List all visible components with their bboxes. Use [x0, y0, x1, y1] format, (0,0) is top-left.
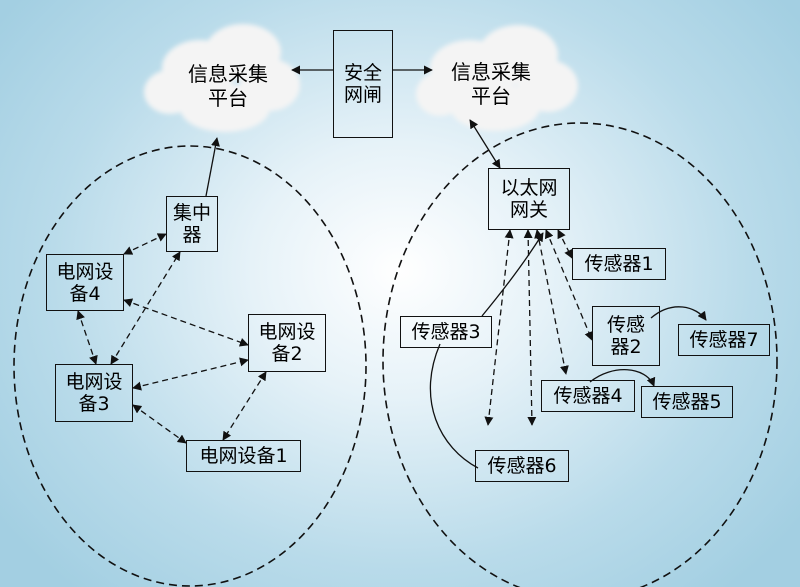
- sensor-3-node[interactable]: 传感器3: [400, 316, 492, 348]
- link-dev2-dev1: [222, 371, 267, 441]
- curve-sensor4-to-sensor5: [589, 369, 656, 387]
- grid-device-1-node[interactable]: 电网设备1: [186, 440, 301, 472]
- security-gateway[interactable]: 安全 网闸: [333, 30, 393, 138]
- curve-sensor3-to-sensor6: [429, 343, 479, 469]
- ethernet-to-platform: [469, 119, 501, 169]
- curve-sensor2-to-sensor7: [650, 306, 707, 321]
- link-dev4-dev2: [123, 298, 249, 347]
- link-ethernet-sensor6-a: [484, 229, 514, 426]
- grid-device-4-node[interactable]: 电网设 备4: [46, 254, 124, 311]
- link-ethernet-sensor1: [557, 229, 573, 259]
- sensor-2-node[interactable]: 传感 器2: [592, 306, 660, 366]
- link-ethernet-sensor6-b: [523, 229, 537, 426]
- grid-device-2-node[interactable]: 电网设 备2: [248, 314, 326, 372]
- cloud-right: [416, 25, 578, 131]
- link-dev3-dev2: [132, 357, 249, 391]
- cloud-left: [144, 24, 300, 132]
- platform-left-label: 信息采集 平台: [188, 62, 268, 110]
- ethernet-gateway-node[interactable]: 以太网 网关: [488, 168, 570, 230]
- curve-sensor3-to-gateway: [481, 232, 544, 317]
- right-domain-boundary: [382, 122, 778, 587]
- sensor-4-node[interactable]: 传感器4: [541, 380, 635, 412]
- sensor-7-node[interactable]: 传感器7: [678, 324, 770, 356]
- link-dev4-concentrator: [123, 233, 167, 255]
- link-dev4-dev3: [76, 310, 98, 365]
- link-dev3-dev1: [132, 404, 187, 444]
- link-ethernet-sensor2: [544, 229, 594, 341]
- platform-right-label: 信息采集 平台: [451, 60, 531, 108]
- sensor-5-node[interactable]: 传感器5: [641, 386, 733, 418]
- left-domain-boundary: [13, 145, 367, 587]
- concentrator-node[interactable]: 集中 器: [166, 196, 218, 252]
- sensor-1-node[interactable]: 传感器1: [572, 248, 666, 280]
- concentrator-to-platform: [205, 137, 220, 197]
- grid-device-3-node[interactable]: 电网设 备3: [55, 364, 133, 422]
- link-ethernet-sensor4: [534, 229, 569, 375]
- sensor-6-node[interactable]: 传感器6: [475, 450, 569, 482]
